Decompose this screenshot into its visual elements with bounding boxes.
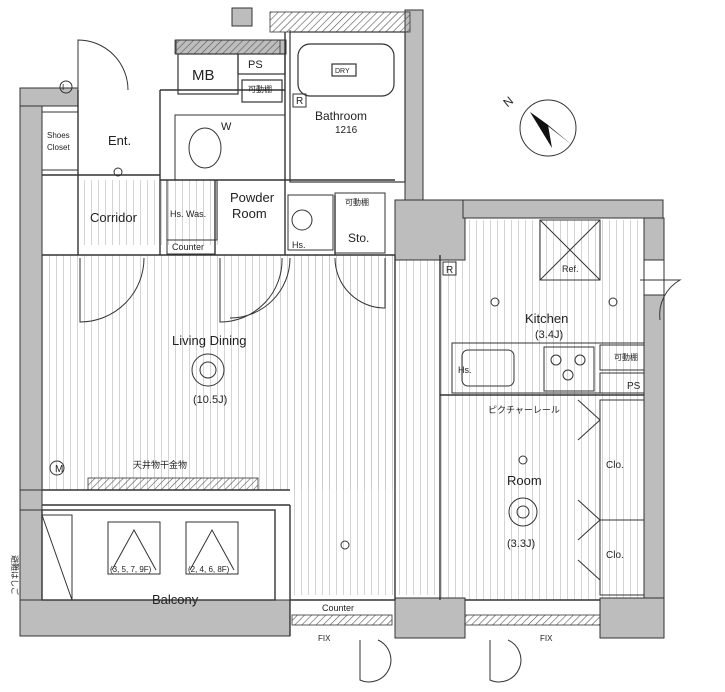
i-mark-label: I	[62, 83, 64, 92]
evacuation-label: 避難はしご	[10, 555, 20, 595]
r-mark-label-2: R	[446, 265, 453, 276]
entrance-door	[77, 39, 129, 91]
ref-label: Ref.	[562, 264, 579, 274]
clo-label-2: Clo.	[606, 550, 624, 561]
kitchen-label: Kitchen	[525, 311, 568, 326]
fix-right-label: FIX	[540, 634, 553, 643]
hatched-walls	[87, 11, 601, 626]
mb-label: MB	[192, 67, 215, 84]
interior-doors	[79, 30, 682, 683]
counter-bottom-label: Counter	[322, 603, 354, 613]
markers	[49, 80, 457, 476]
counter-top-label: Counter	[172, 242, 204, 252]
kitchen-size-label: (3.4J)	[535, 329, 563, 341]
kadoudana-kitchen-label: 可動棚	[614, 352, 638, 362]
shoes-closet-label-2: Closet	[47, 143, 70, 152]
kitchen-fixtures	[451, 219, 645, 394]
shoes-closet-label-1: Shoes	[47, 131, 70, 140]
living-size-label: (10.5J)	[193, 394, 227, 406]
balcony-floors-right-label: (2, 4, 6, 8F)	[188, 565, 230, 574]
powder-fixtures	[166, 114, 386, 255]
interior-walls	[41, 32, 644, 636]
ps-kitchen-label: PS	[627, 381, 641, 392]
bathroom-label: Bathroom	[315, 109, 367, 123]
picture-rail-label: ピクチャーレール	[488, 405, 560, 416]
room-label: Room	[507, 473, 542, 488]
r-mark-label-1: R	[296, 96, 303, 107]
ent-label: Ent.	[108, 133, 131, 148]
flooring-areas	[38, 180, 654, 600]
bathroom-size-label: 1216	[335, 125, 358, 136]
hs-kitchen-label: Hs.	[458, 365, 472, 375]
kadoudana-sto-label: 可動棚	[345, 197, 369, 207]
dry-label: DRY	[335, 68, 350, 75]
kadoudana-top-label: 可動棚	[248, 84, 272, 94]
m-mark-label: M	[55, 464, 63, 475]
living-dining-label: Living Dining	[172, 333, 246, 348]
clo-label-1: Clo.	[606, 460, 624, 471]
ps-top-label: PS	[248, 59, 263, 71]
sto-label: Sto.	[348, 231, 369, 245]
balcony-floors-left-label: (3, 5, 7, 9F)	[110, 565, 152, 574]
bathroom-area	[289, 31, 406, 183]
mb-ps-boxes	[177, 53, 286, 103]
room-size-label: (3.3J)	[507, 538, 535, 550]
room-labels: MB PS 可動棚 Bathroom 1216 DRY W Ent. Shoes…	[10, 59, 641, 643]
powder-room-label-2: Room	[232, 206, 267, 221]
ceiling-hanger-label: 天井物干金物	[133, 459, 187, 471]
w-label: W	[221, 121, 232, 133]
fix-left-label: FIX	[318, 634, 331, 643]
hs-was-label: Hs. Was.	[170, 209, 206, 219]
north-label: N	[500, 94, 516, 110]
corridor-label: Corridor	[90, 210, 138, 225]
light-fixtures	[113, 167, 618, 550]
balcony-units	[41, 514, 239, 601]
hs-powder-label: Hs.	[292, 240, 306, 250]
room-closets	[577, 399, 645, 596]
powder-room-label-1: Powder	[230, 190, 275, 205]
balcony-label: Balcony	[152, 592, 199, 607]
north-arrow	[519, 99, 577, 157]
shoes-closet	[41, 111, 79, 171]
